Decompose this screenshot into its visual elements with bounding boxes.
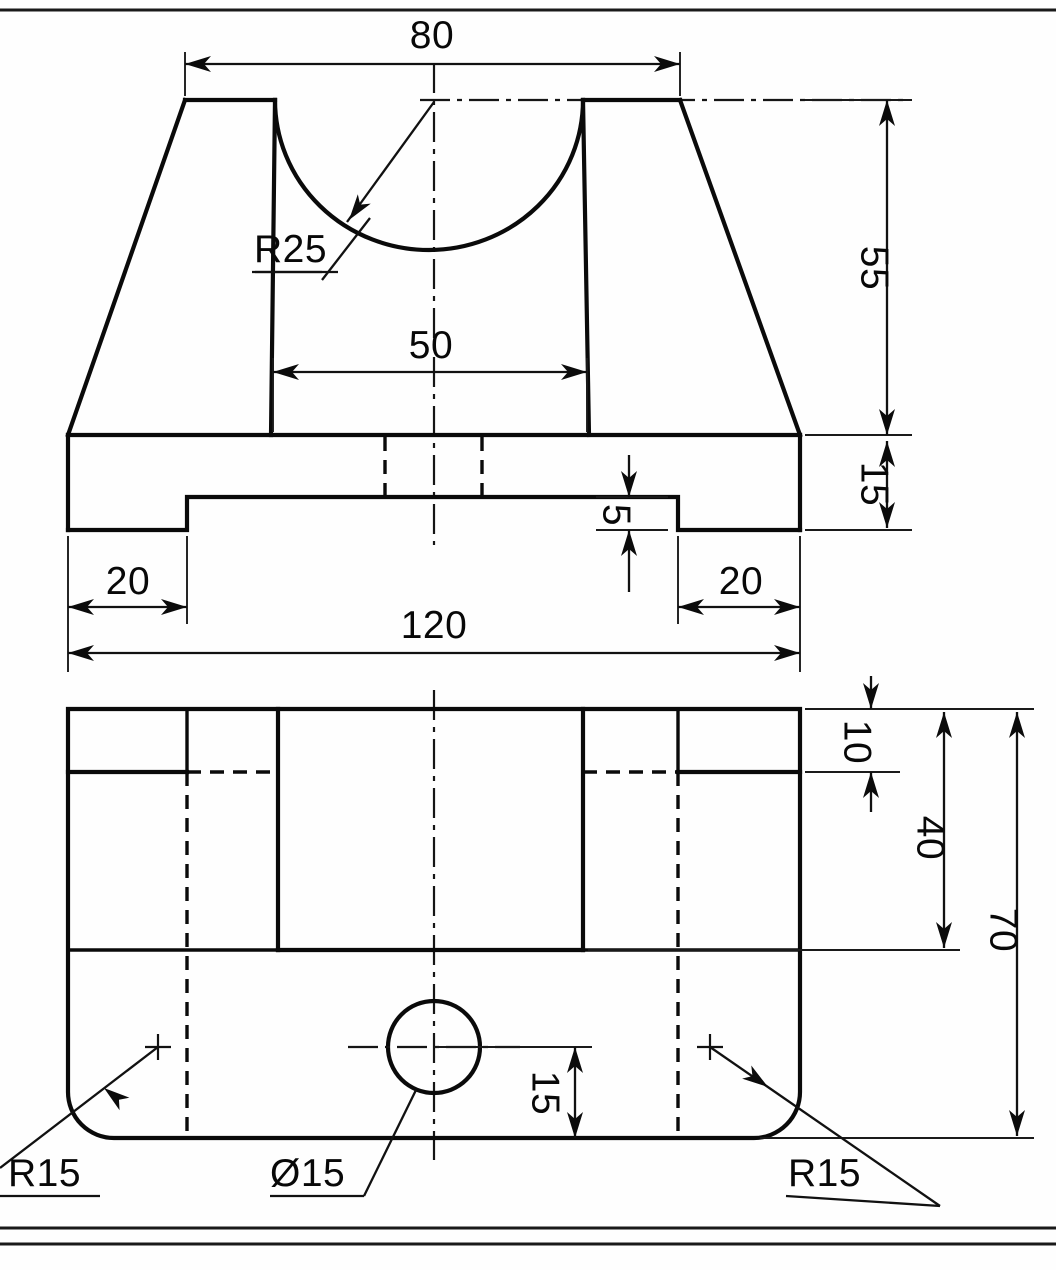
sheet-bottom-border (0, 1226, 1056, 1246)
plan-view-hidden-lines (185, 770, 680, 1138)
callout-hole-diameter-d15: Ø15 (270, 1089, 418, 1198)
dimension-step-height-5: 5 (595, 455, 668, 592)
dimension-top-width-80: 80 (184, 14, 681, 96)
dimension-front-band-10: 10 (805, 676, 1034, 812)
dimension-label-overall-depth: 70 (982, 908, 1025, 952)
front-view-base-plate-outline (65, 432, 803, 533)
dimension-label-inner-depth: 40 (909, 816, 952, 860)
dimension-label-left-offset: 20 (106, 560, 150, 603)
dimension-label-base-thickness: 15 (853, 462, 896, 506)
dimension-label-right-offset: 20 (719, 560, 763, 603)
dimension-label-hole-position: 15 (524, 1071, 567, 1115)
dimension-overall-depth-70: 70 (760, 712, 1034, 1139)
callout-label-corner-radius-left: R15 (8, 1152, 81, 1195)
front-view-upper-body-outline (65, 97, 803, 438)
front-view-arc-r25 (272, 97, 586, 253)
front-view: 80 R25 50 (65, 14, 912, 672)
callout-corner-radius-left-r15: R15 (0, 1034, 171, 1198)
callout-label-corner-radius-right: R15 (788, 1152, 861, 1195)
callout-label-hole-diameter: Ø15 (270, 1152, 345, 1195)
dimension-total-height-55: 55 (805, 99, 912, 436)
dimension-label-step-height: 5 (595, 504, 638, 526)
dimension-inner-depth-40: 40 (588, 712, 960, 951)
dimension-hole-position-15: 15 (524, 1047, 583, 1138)
dimension-slot-width-50: 50 (272, 324, 588, 432)
dimension-overall-length-120: 120 (68, 604, 800, 661)
front-view-hidden-hole-lines (383, 437, 484, 497)
dimension-label-top-width: 80 (410, 14, 454, 57)
callout-corner-radius-right-r15: R15 (697, 1034, 941, 1208)
dimension-label-overall-length: 120 (401, 604, 468, 647)
dimension-label-front-band: 10 (836, 720, 879, 764)
plan-view: 10 40 70 15 Ø15 (0, 676, 1034, 1208)
dimension-label-arc-radius: R25 (254, 228, 327, 271)
dimension-left-offset-20: 20 (67, 536, 188, 672)
dimension-arc-radius-r25: R25 (252, 101, 435, 281)
dimension-label-slot-width: 50 (409, 324, 453, 367)
dimension-base-thickness-15: 15 (805, 441, 912, 531)
dimension-right-offset-20: 20 (677, 536, 801, 672)
dimension-label-total-height: 55 (853, 246, 896, 290)
